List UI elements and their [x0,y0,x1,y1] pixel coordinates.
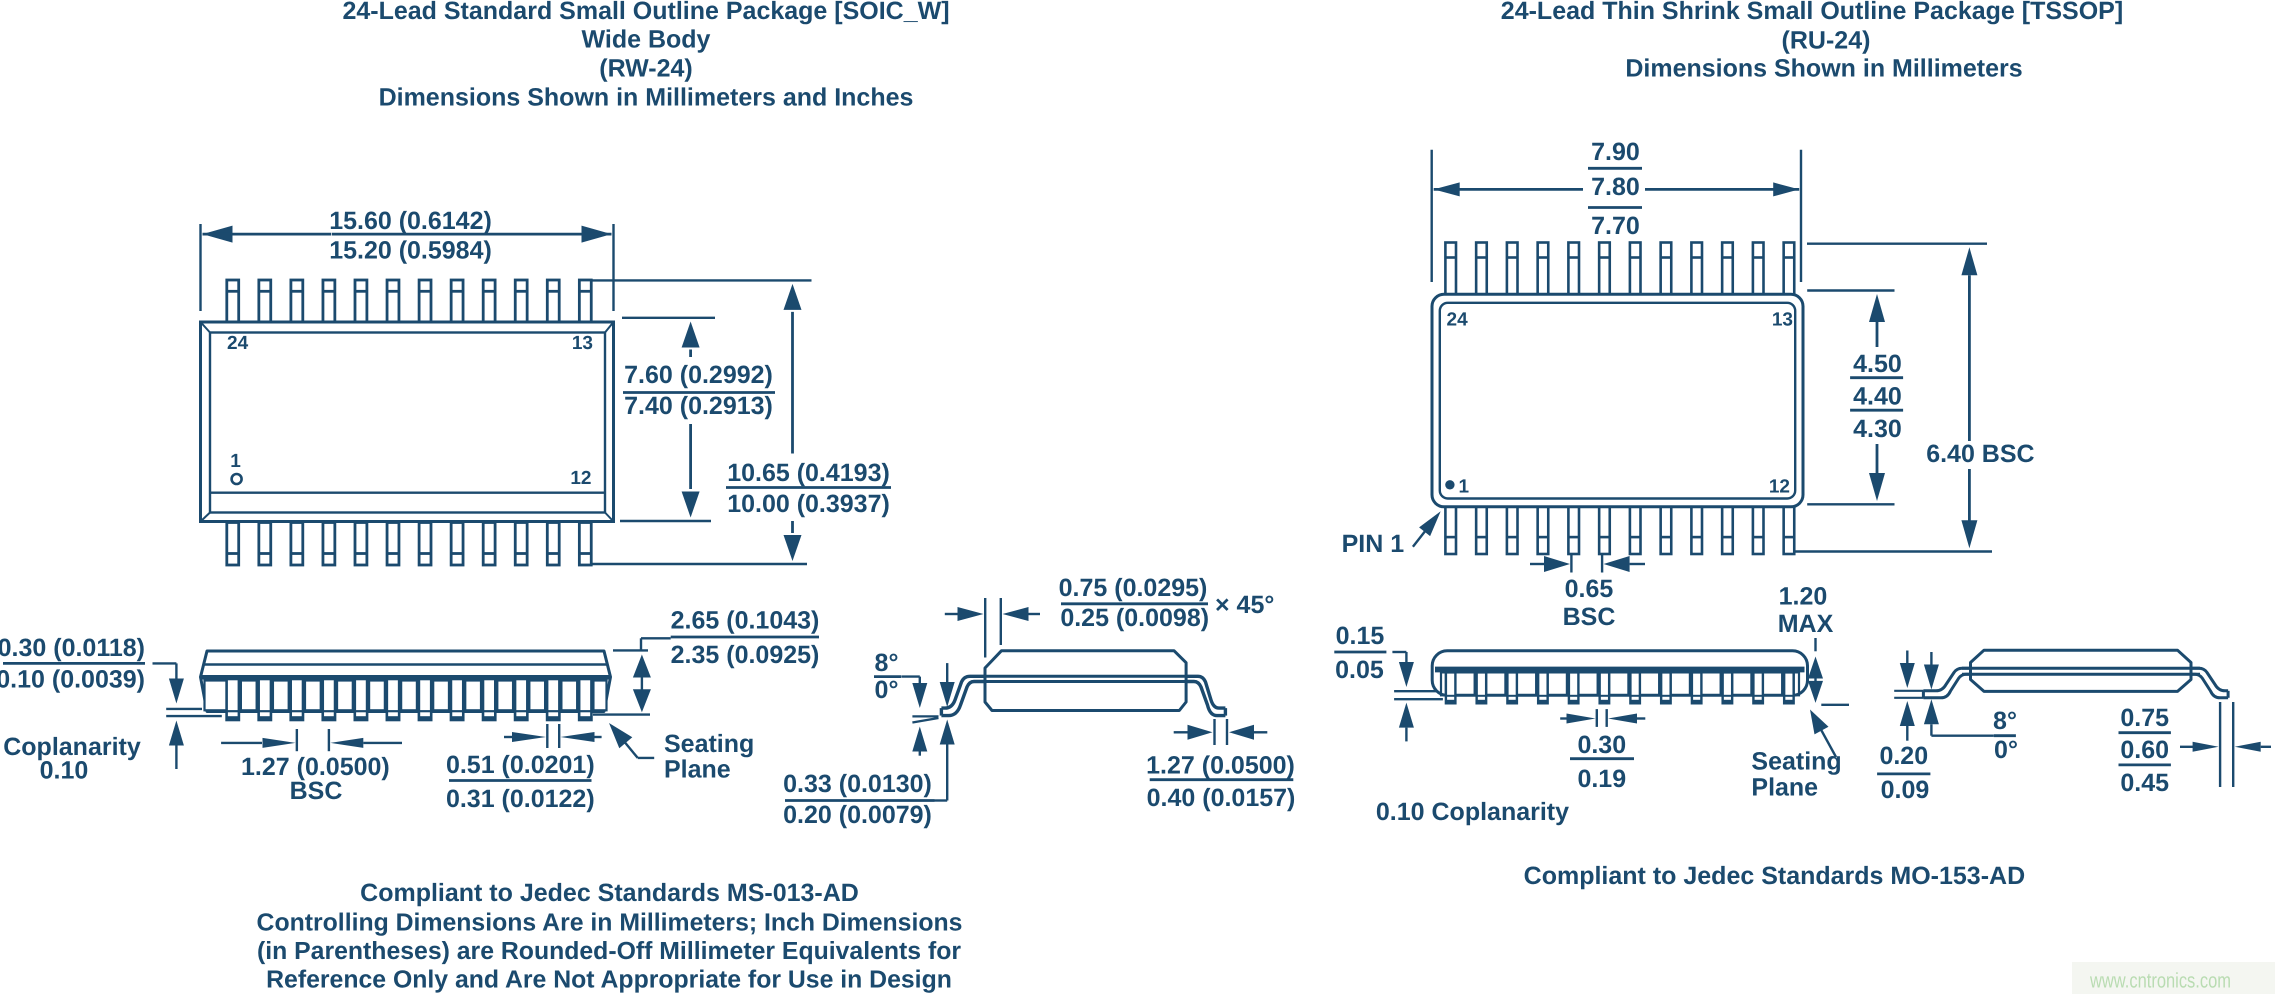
svg-text:0.75: 0.75 [2120,704,2169,732]
svg-text:0.31 (0.0122): 0.31 (0.0122) [446,785,595,813]
svg-text:13: 13 [572,333,593,354]
svg-text:Compliant to Jedec Standards M: Compliant to Jedec Standards MS-013-AD [360,879,859,907]
svg-text:Dimensions Shown in Millimeter: Dimensions Shown in Millimeters [1625,55,2022,83]
svg-text:0°: 0° [875,676,899,704]
svg-text:(in Parentheses) are Rounded-O: (in Parentheses) are Rounded-Off Millime… [257,938,961,965]
svg-text:15.60 (0.6142): 15.60 (0.6142) [329,207,492,235]
svg-text:Compliant to Jedec Standards M: Compliant to Jedec Standards MO-153-AD [1524,862,2025,890]
svg-text:0.30: 0.30 [1577,731,1626,759]
svg-text:4.50: 4.50 [1853,350,1902,378]
svg-text:www.cntronics.com: www.cntronics.com [2089,970,2231,993]
svg-text:0.10 Coplanarity: 0.10 Coplanarity [1376,798,1569,826]
svg-text:Controlling Dimensions Are in: Controlling Dimensions Are in Millimeter… [257,910,963,937]
svg-text:24: 24 [1447,310,1469,331]
svg-text:(RU-24): (RU-24) [1782,27,1871,55]
svg-text:Plane: Plane [664,756,731,784]
svg-text:6.40 BSC: 6.40 BSC [1926,440,2034,468]
svg-text:24-Lead Thin Shrink Small Outl: 24-Lead Thin Shrink Small Outline Packag… [1501,0,2123,25]
svg-text:0.10 (0.0039): 0.10 (0.0039) [0,666,145,694]
svg-text:0.20 (0.0079): 0.20 (0.0079) [783,801,932,829]
svg-text:1: 1 [230,451,241,472]
svg-text:7.40 (0.2913): 7.40 (0.2913) [624,392,773,420]
svg-text:Seating: Seating [664,730,754,758]
svg-text:13: 13 [1772,310,1793,331]
svg-text:1.27 (0.0500): 1.27 (0.0500) [1146,752,1295,780]
svg-text:8°: 8° [1993,707,2017,735]
svg-text:0°: 0° [1994,736,2018,764]
svg-text:Coplanarity: Coplanarity [3,733,141,761]
svg-text:× 45°: × 45° [1215,591,1274,619]
svg-text:(RW-24): (RW-24) [599,55,692,83]
svg-text:10.00 (0.3937): 10.00 (0.3937) [727,490,890,518]
svg-text:24-Lead Standard Small Outline: 24-Lead Standard Small Outline Package [… [342,0,949,25]
svg-text:1.20: 1.20 [1779,583,1828,611]
svg-text:8°: 8° [875,649,899,677]
svg-text:Seating: Seating [1751,748,1841,776]
svg-text:15.20 (0.5984): 15.20 (0.5984) [329,237,492,265]
svg-text:0.10: 0.10 [40,757,89,785]
svg-text:PIN 1: PIN 1 [1342,530,1405,558]
svg-text:4.30: 4.30 [1853,415,1902,443]
svg-text:7.60 (0.2992): 7.60 (0.2992) [624,361,773,389]
svg-text:Reference Only and Are Not App: Reference Only and Are Not Appropriate f… [266,967,952,994]
svg-text:0.33 (0.0130): 0.33 (0.0130) [783,770,932,798]
svg-text:0.65: 0.65 [1565,575,1614,603]
svg-text:0.25 (0.0098): 0.25 (0.0098) [1060,604,1209,632]
svg-text:0.09: 0.09 [1881,776,1930,804]
svg-text:1.27 (0.0500): 1.27 (0.0500) [241,753,390,781]
svg-text:10.65 (0.4193): 10.65 (0.4193) [727,459,890,487]
svg-text:Wide Body: Wide Body [582,26,711,54]
svg-text:0.30 (0.0118): 0.30 (0.0118) [0,634,145,662]
svg-text:0.15: 0.15 [1336,622,1385,650]
svg-text:0.40 (0.0157): 0.40 (0.0157) [1147,784,1296,812]
svg-text:1: 1 [1459,477,1470,498]
svg-text:7.80: 7.80 [1591,173,1640,201]
svg-text:0.45: 0.45 [2120,769,2169,797]
svg-text:7.90: 7.90 [1591,138,1640,166]
svg-text:0.60: 0.60 [2120,736,2169,764]
svg-text:0.20: 0.20 [1879,742,1928,770]
svg-text:2.35 (0.0925): 2.35 (0.0925) [671,641,820,669]
svg-text:7.70: 7.70 [1591,212,1640,240]
svg-text:4.40: 4.40 [1853,383,1902,411]
svg-text:12: 12 [1769,477,1790,498]
svg-text:2.65 (0.1043): 2.65 (0.1043) [671,607,820,635]
svg-text:Plane: Plane [1751,774,1818,802]
svg-text:0.05: 0.05 [1335,656,1384,684]
svg-text:24: 24 [227,333,249,354]
svg-text:BSC: BSC [1563,603,1616,631]
svg-text:12: 12 [570,468,591,489]
svg-text:Dimensions Shown in Millimeter: Dimensions Shown in Millimeters and Inch… [379,84,914,112]
svg-text:0.51 (0.0201): 0.51 (0.0201) [446,751,595,779]
svg-text:BSC: BSC [290,777,343,805]
svg-text:0.19: 0.19 [1577,765,1626,793]
svg-text:0.75 (0.0295): 0.75 (0.0295) [1059,574,1208,602]
svg-text:MAX: MAX [1778,610,1834,638]
